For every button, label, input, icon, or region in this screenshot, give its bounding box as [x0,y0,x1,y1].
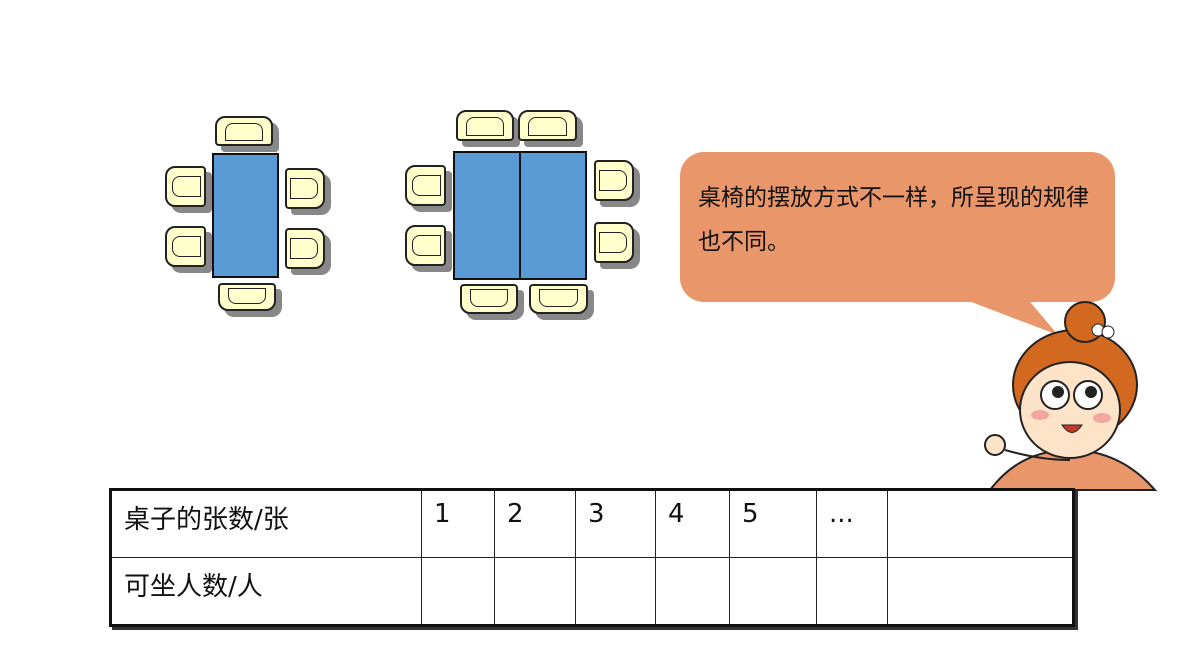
chair [165,226,206,267]
chair [405,165,446,206]
cell[interactable] [729,557,817,626]
cell: 2 [494,489,576,558]
chair [405,225,446,266]
seating-pattern-table: 桌子的张数/张 1 2 3 4 5 ... 可坐人数/人 [109,488,1075,627]
chair [594,222,634,263]
speech-bubble [680,152,1115,302]
cell: 1 [421,489,495,558]
cell: 4 [655,489,730,558]
chair [456,110,514,141]
cell[interactable] [887,557,1074,626]
cell: 3 [575,489,656,558]
cell: ... [816,489,888,558]
table-row-desk-count: 桌子的张数/张 1 2 3 4 5 ... [110,489,1074,558]
desk [519,151,587,280]
chair [594,160,634,201]
cell [887,489,1074,558]
desk [453,151,521,280]
chair [215,116,273,146]
cell[interactable] [816,557,888,626]
chair [285,228,325,269]
chair [285,168,325,209]
table-row-seat-count: 可坐人数/人 [110,557,1074,626]
desk [212,153,279,278]
chair [165,166,206,207]
cartoon-girl-illustration [984,301,1158,491]
chair [529,284,588,314]
speech-bubble-text: 桌椅的摆放方式不一样，所呈现的规律也不同。 [698,185,1089,255]
cell[interactable] [655,557,730,626]
row-header: 可坐人数/人 [110,557,422,626]
cell[interactable] [575,557,656,626]
cell[interactable] [421,557,495,626]
cell[interactable] [494,557,576,626]
chair [518,110,577,141]
row-header: 桌子的张数/张 [110,489,422,558]
chair [218,283,276,311]
cell: 5 [729,489,817,558]
chair [460,284,518,314]
